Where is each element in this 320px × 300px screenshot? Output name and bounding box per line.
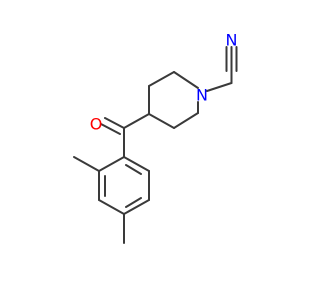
- methylene-bond: [206, 82, 233, 92]
- molecule-structure: N N O: [73, 31, 238, 244]
- molecule-canvas: N N O: [73, 30, 238, 244]
- benzene-ring: [98, 156, 150, 215]
- piperidine-ring: [148, 71, 199, 129]
- ortho-methyl-bond: [73, 156, 100, 172]
- nitrile-nitrogen-label: N: [226, 31, 238, 50]
- nitrile-triple-bond: [225, 46, 238, 72]
- piperidine-nitrogen-label: N: [196, 86, 208, 105]
- carbonyl-oxygen-label: O: [90, 115, 103, 134]
- carbonyl-group: [100, 113, 150, 135]
